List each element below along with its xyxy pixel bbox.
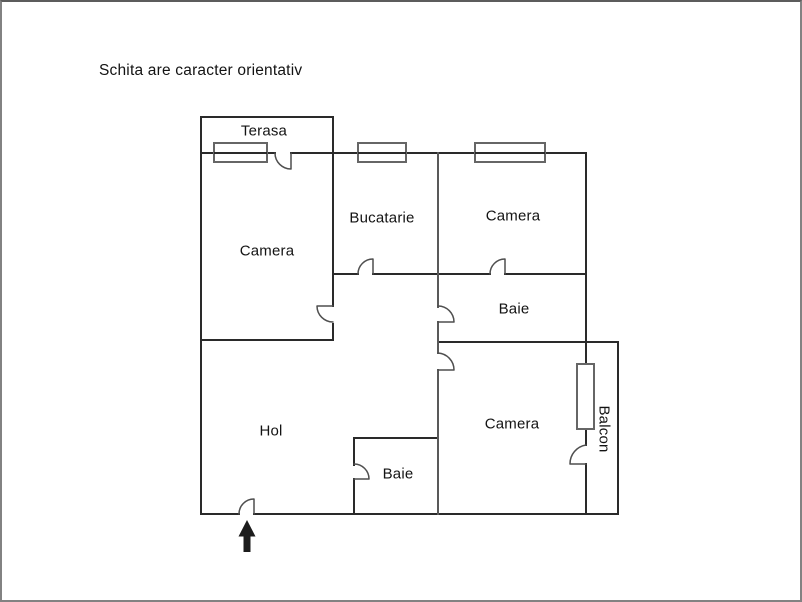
door-baie-sus-icon	[437, 305, 455, 323]
disclaimer-title: Schita are caracter orientativ	[99, 62, 303, 79]
room-label-terasa: Terasa	[240, 122, 288, 140]
room-label-camera-dreapta-jos: Camera	[484, 415, 540, 433]
door-balcon-icon	[569, 444, 587, 465]
entrance-arrow-icon	[238, 520, 256, 552]
doors-layer	[238, 152, 587, 515]
room-label-bucatarie: Bucatarie	[349, 209, 415, 227]
walls-layer	[200, 116, 619, 515]
door-camera-tr-icon	[489, 258, 506, 275]
room-label-camera-stanga-sus: Camera	[239, 242, 295, 260]
door-entry-icon	[238, 498, 255, 515]
room-label-baie-jos: Baie	[382, 465, 414, 483]
door-camera-tl-icon	[316, 305, 334, 323]
door-camera-jos-icon	[437, 352, 455, 371]
door-terasa-icon	[274, 152, 292, 170]
room-label-hol: Hol	[259, 422, 283, 440]
room-label-baie-sus: Baie	[498, 300, 530, 318]
window-balcon-icon	[576, 363, 595, 430]
room-label-balcon: Balcon	[595, 405, 613, 453]
door-baie-jos-icon	[353, 463, 370, 480]
windows-layer	[213, 142, 595, 430]
room-label-camera-dreapta-sus: Camera	[485, 207, 541, 225]
door-bucatarie-icon	[357, 258, 374, 275]
